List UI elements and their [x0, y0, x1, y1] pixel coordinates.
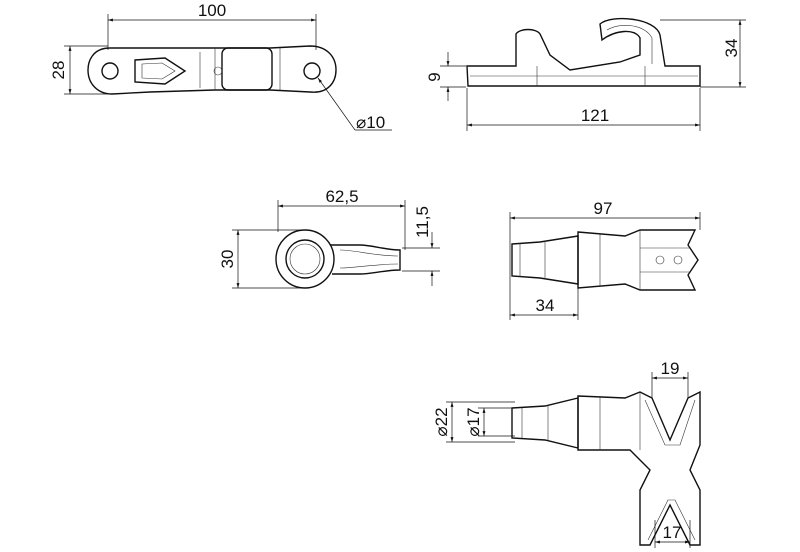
front-view: 97 34 — [509, 199, 701, 320]
dim-inner-diameter: ⌀17 — [464, 407, 483, 436]
side-view: 34 9 121 — [425, 17, 746, 131]
dim-end-length: 62,5 — [325, 187, 358, 206]
dim-base-thickness: 9 — [425, 72, 444, 81]
end-view: 62,5 11,5 30 — [218, 187, 440, 289]
dim-top-length: 100 — [198, 1, 226, 20]
dim-front-length: 97 — [594, 199, 613, 218]
dim-hole-diameter: ⌀10 — [356, 113, 385, 132]
dim-outer-diameter: ⌀22 — [432, 407, 451, 436]
dim-shank-length: 34 — [536, 296, 555, 315]
dim-bottom-slot: 17 — [663, 523, 682, 542]
dim-top-slot: 19 — [661, 359, 680, 378]
dim-arm-height: 11,5 — [413, 206, 432, 238]
dim-top-width: 28 — [49, 61, 68, 80]
dim-side-height: 34 — [722, 39, 741, 58]
dim-side-length: 121 — [581, 106, 609, 125]
detail-view: ⌀22 ⌀17 19 17 — [432, 359, 701, 548]
top-view: 100 28 ⌀10 — [49, 1, 392, 132]
dim-end-width: 30 — [218, 250, 237, 269]
